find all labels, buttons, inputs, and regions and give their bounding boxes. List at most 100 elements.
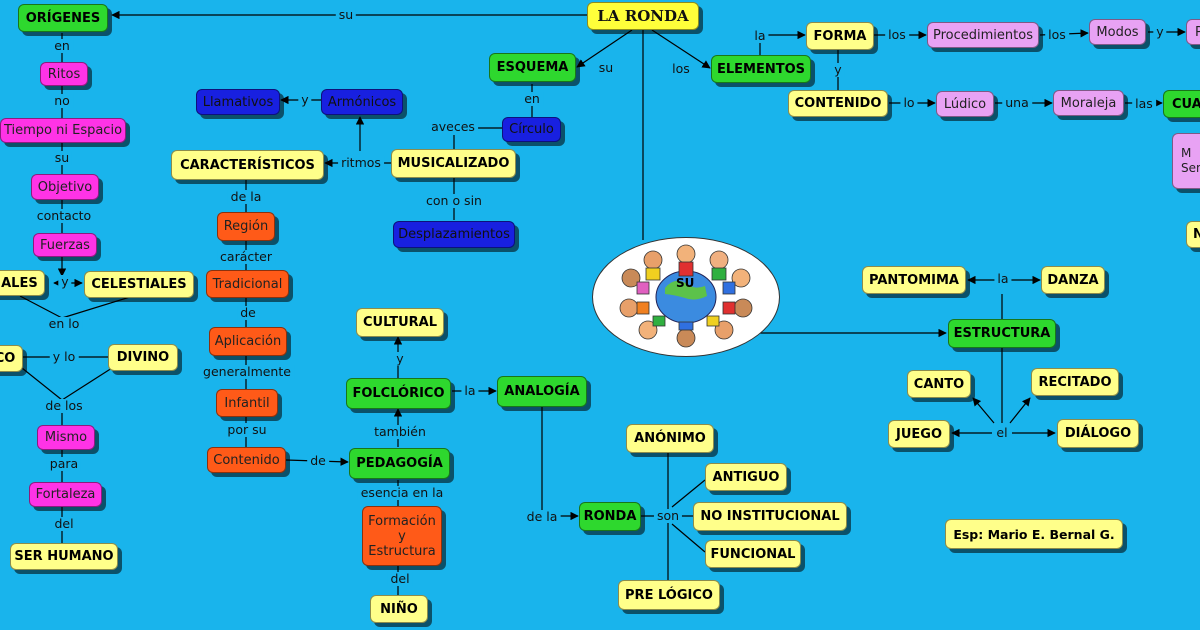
link-de-la: de la <box>227 190 265 204</box>
node-mismo[interactable]: Mismo <box>37 425 95 450</box>
node-infantil[interactable]: Infantil <box>216 389 278 417</box>
node-fortaleza[interactable]: Fortaleza <box>29 482 102 507</box>
link-la: la <box>994 272 1012 286</box>
link-su: su <box>51 151 73 165</box>
children-ring-illustration <box>619 244 753 348</box>
node-anonimo[interactable]: ANÓNIMO <box>626 424 714 453</box>
link-del: del <box>51 517 77 531</box>
link-contacto: contacto <box>33 209 95 223</box>
node-objetivo[interactable]: Objetivo <box>31 174 99 200</box>
node-analogia[interactable]: ANALOGÍA <box>497 376 587 407</box>
link-y: y <box>393 352 407 366</box>
link-y-lo: y lo <box>49 350 79 364</box>
link-no: no <box>51 94 73 108</box>
node-procedimientos[interactable]: Procedimientos <box>927 22 1039 48</box>
link-en: en <box>51 39 73 53</box>
node-circulo[interactable]: Círculo <box>502 117 561 142</box>
node-pantomima[interactable]: PANTOMIMA <box>862 266 966 294</box>
node-ser-humano[interactable]: SER HUMANO <box>10 543 118 570</box>
node-forma[interactable]: FORMA <box>806 22 874 50</box>
image-label-su: SU <box>676 276 695 290</box>
link-los: los <box>1045 28 1069 42</box>
node-estructura[interactable]: ESTRUCTURA <box>948 319 1056 348</box>
node-pedagogia[interactable]: PEDAGOGÍA <box>349 448 450 479</box>
node-funcional[interactable]: FUNCIONAL <box>705 540 801 568</box>
node-danza[interactable]: DANZA <box>1041 266 1105 294</box>
link-en: en <box>521 92 543 106</box>
link-y: y <box>831 63 845 77</box>
node-iales[interactable]: IALES <box>0 270 45 296</box>
link-lo: lo <box>900 96 918 110</box>
link-la: la <box>751 29 769 43</box>
link-para: para <box>46 457 82 471</box>
node-desplazamientos[interactable]: Desplazamientos <box>393 221 515 248</box>
node-aplicacion[interactable]: Aplicación <box>209 327 287 356</box>
node-fuerzas[interactable]: Fuerzas <box>33 233 97 257</box>
link-y: y <box>298 93 312 107</box>
link-en-lo: en lo <box>45 317 83 331</box>
node-folclorico[interactable]: FOLCLÓRICO <box>346 378 451 409</box>
node-ronda[interactable]: RONDA <box>579 502 641 531</box>
node-origenes[interactable]: ORÍGENES <box>18 4 108 32</box>
node-celestiales[interactable]: CELESTIALES <box>84 271 194 298</box>
node-contenido[interactable]: Contenido <box>207 447 286 473</box>
node-ritos[interactable]: Ritos <box>40 62 88 86</box>
children-circle-image: SU <box>592 237 780 357</box>
node-tiempo-ni-espacio[interactable]: Tiempo ni Espacio <box>0 118 126 143</box>
node-esquema[interactable]: ESQUEMA <box>489 53 576 82</box>
node-formacion-estructura[interactable]: Formación y Estructura <box>362 506 442 566</box>
link-aveces: aveces <box>428 120 478 134</box>
link-generalmente: generalmente <box>200 365 294 379</box>
link-de-los: de los <box>42 399 86 413</box>
node-juego[interactable]: JUEGO <box>888 420 950 448</box>
node-pre-logico[interactable]: PRE LÓGICO <box>618 580 720 610</box>
node-tradicional[interactable]: Tradicional <box>206 270 289 298</box>
link-con-o-sin: con o sin <box>423 194 485 208</box>
link-la: la <box>461 384 479 398</box>
node-dialogo[interactable]: DIÁLOGO <box>1057 419 1139 448</box>
link-caracter: carácter <box>217 250 275 264</box>
link-los: los <box>669 62 693 76</box>
link-ritmos: ritmos <box>338 156 384 170</box>
node-moraleja[interactable]: Moraleja <box>1053 90 1124 116</box>
node-antiguo[interactable]: ANTIGUO <box>705 463 787 491</box>
link-y: y <box>58 275 72 289</box>
node-m-cut[interactable]: M Sen I <box>1172 133 1200 189</box>
link-esencia: esencia en la <box>357 486 447 500</box>
node-caracteristicos[interactable]: CARACTERÍSTICOS <box>171 150 324 180</box>
node-co[interactable]: CO <box>0 345 23 372</box>
node-no-institucional[interactable]: NO INSTITUCIONAL <box>693 502 847 531</box>
node-n-cut[interactable]: N <box>1186 221 1200 248</box>
node-region[interactable]: Región <box>217 212 275 241</box>
link-son: son <box>653 509 683 523</box>
node-p-cut[interactable]: P <box>1186 19 1200 45</box>
link-de: de <box>307 454 329 468</box>
link-su: su <box>595 61 617 75</box>
node-recitado[interactable]: RECITADO <box>1031 368 1119 396</box>
node-contenido-elem[interactable]: CONTENIDO <box>788 90 888 117</box>
node-nino[interactable]: NIÑO <box>370 595 428 623</box>
node-ludico[interactable]: Lúdico <box>936 91 994 117</box>
link-los: los <box>885 28 909 42</box>
node-cua[interactable]: CUA <box>1163 90 1200 118</box>
link-de-la: de la <box>523 510 561 524</box>
node-cultural[interactable]: CULTURAL <box>356 308 444 337</box>
node-divino[interactable]: DIVINO <box>108 344 178 371</box>
node-llamativos[interactable]: Llamativos <box>196 89 280 115</box>
node-modos[interactable]: Modos <box>1089 19 1146 45</box>
link-por-su: por su <box>224 423 270 437</box>
link-las: las <box>1132 97 1156 111</box>
node-canto[interactable]: CANTO <box>907 370 971 398</box>
node-armonicos[interactable]: Armónicos <box>321 89 403 115</box>
link-su: su <box>335 8 357 22</box>
node-musicalizado[interactable]: MUSICALIZADO <box>391 149 516 178</box>
author-credit: Esp: Mario E. Bernal G. <box>945 519 1123 549</box>
link-una: una <box>1002 96 1032 110</box>
title-la-ronda[interactable]: LA RONDA <box>587 2 699 30</box>
link-el: el <box>993 426 1011 440</box>
link-y: y <box>1153 25 1167 39</box>
link-tambien: también <box>371 425 429 439</box>
link-del: del <box>387 572 413 586</box>
link-de: de <box>237 306 259 320</box>
node-elementos[interactable]: ELEMENTOS <box>711 55 811 83</box>
